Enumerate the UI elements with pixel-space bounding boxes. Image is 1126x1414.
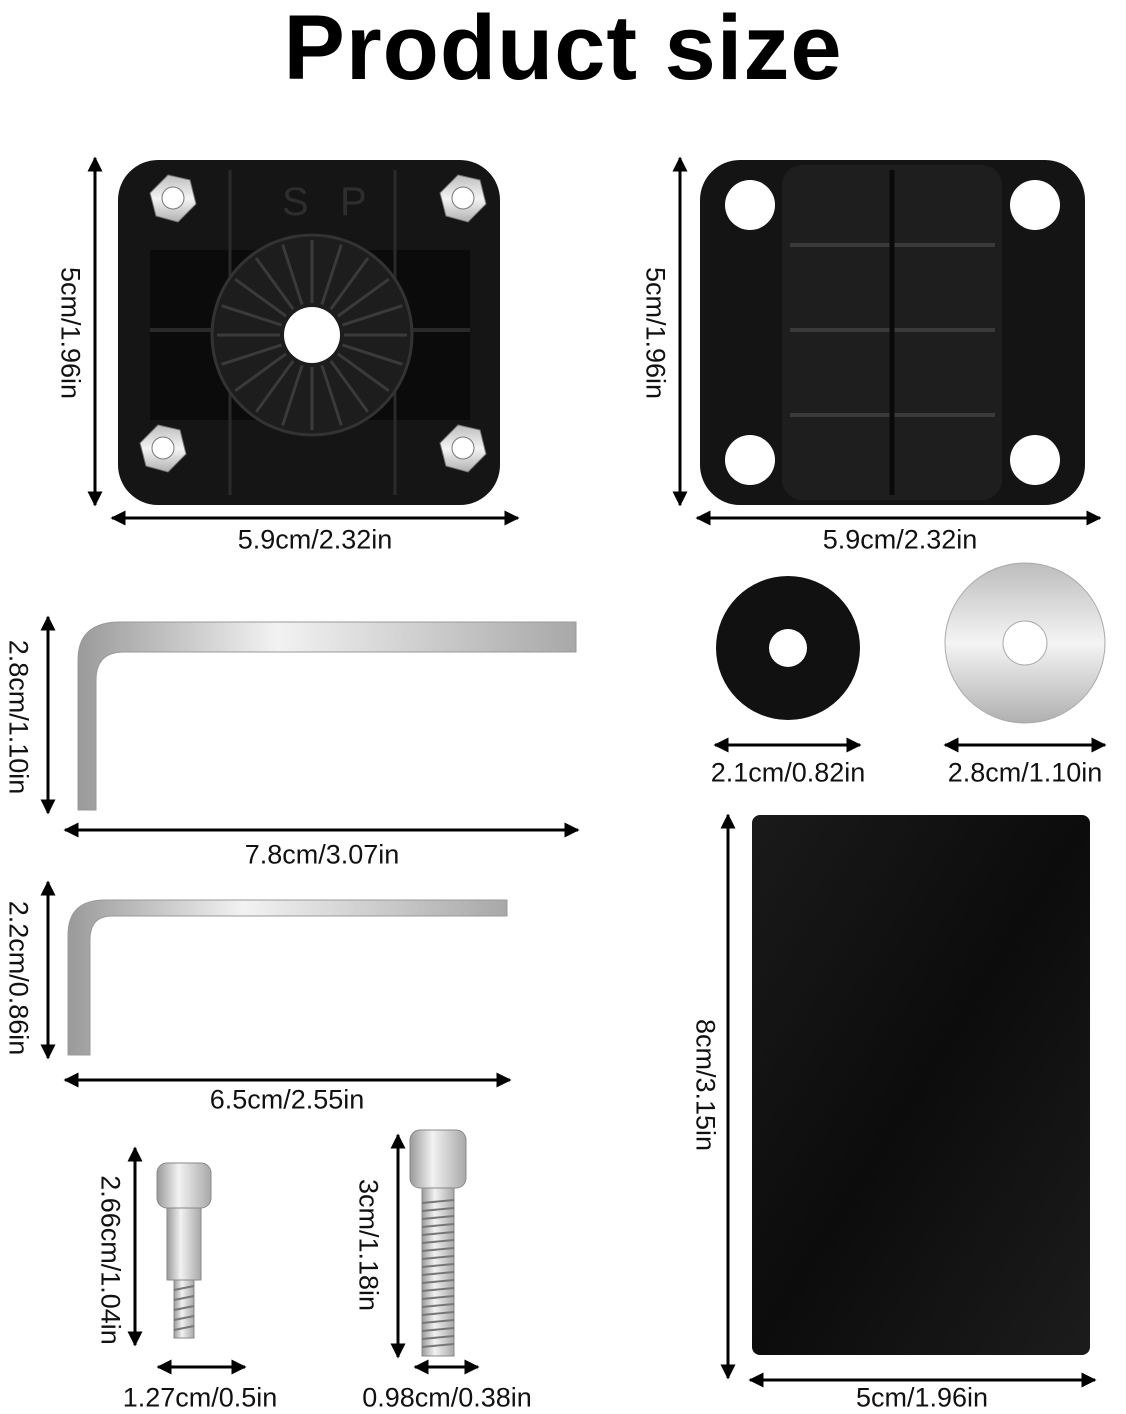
gear-spoke [234,277,287,318]
length-label: 6.5cm/2.55in [209,1084,365,1115]
gear-spoke [281,364,304,426]
width-label: 5cm/1.96in [855,1382,989,1413]
gear-spoke [281,244,304,306]
screw-thread [421,1287,455,1292]
page-title: Product size [283,0,843,99]
screw-thread [421,1215,455,1220]
height-label: 2.8cm/1.10in [3,639,34,795]
hex-key-small [67,899,508,1056]
screw-thread [421,1247,455,1252]
gear-spoke [329,360,370,413]
screw-thread [421,1263,455,1268]
adhesive-plate [752,815,1090,1355]
gear-spoke [337,352,390,393]
screw-thread [421,1295,455,1300]
gear-spoke [337,277,390,318]
gear-spoke [234,352,287,393]
gear-spoke [320,364,343,426]
length-label: 2.66cm/1.04in [95,1175,126,1345]
steel-washer [944,562,1106,724]
screw-thread [421,1319,455,1324]
svg-text:S: S [282,180,309,224]
gear-spoke [341,304,403,327]
shoulder-screw [156,1162,212,1339]
length-label: 7.8cm/3.07in [244,839,400,870]
diameter-label: 0.98cm/0.38in [362,1382,532,1413]
hex-nut [139,424,187,473]
screw-thread [421,1343,455,1348]
length-label: 3cm/1.18in [353,1178,384,1312]
hex-nut [439,174,487,223]
screw-thread [421,1231,455,1236]
gear-spoke [221,343,283,366]
screw-thread [421,1271,455,1276]
screw-thread [421,1327,455,1332]
gear-spoke [329,257,370,310]
gear-spoke [221,304,283,327]
gear-spoke [341,343,403,366]
gear-spoke [254,257,295,310]
hex-nut [439,424,487,473]
mount-base-with-nuts: S P [118,160,500,505]
gear-spoke [254,360,295,413]
screw-thread [421,1207,455,1212]
screw-thread [421,1303,455,1308]
height-label: 5cm/1.96in [640,266,671,400]
socket-cap-screw [409,1129,467,1357]
screw-thread [421,1311,455,1316]
diameter-label: 1.27cm/0.5in [122,1382,278,1413]
diameter-label: 2.1cm/0.82in [710,757,866,788]
screw-thread [421,1239,455,1244]
hex-nut [149,174,197,223]
height-label: 8cm/3.15in [690,1018,721,1152]
hex-key-large [77,621,577,811]
height-label: 5cm/1.96in [55,266,86,400]
screw-thread [421,1335,455,1340]
width-label: 5.9cm/2.32in [237,524,393,555]
diameter-label: 2.8cm/1.10in [947,757,1103,788]
screw-thread [421,1255,455,1260]
screw-thread [421,1279,455,1284]
width-label: 5.9cm/2.32in [822,524,978,555]
screw-thread [421,1223,455,1228]
gear-spoke [320,244,343,306]
rubber-washer [716,576,860,720]
svg-text:P: P [340,180,367,224]
screw-thread [421,1199,455,1204]
height-label: 2.2cm/0.86in [3,900,34,1056]
mount-base-clamp [700,160,1085,505]
